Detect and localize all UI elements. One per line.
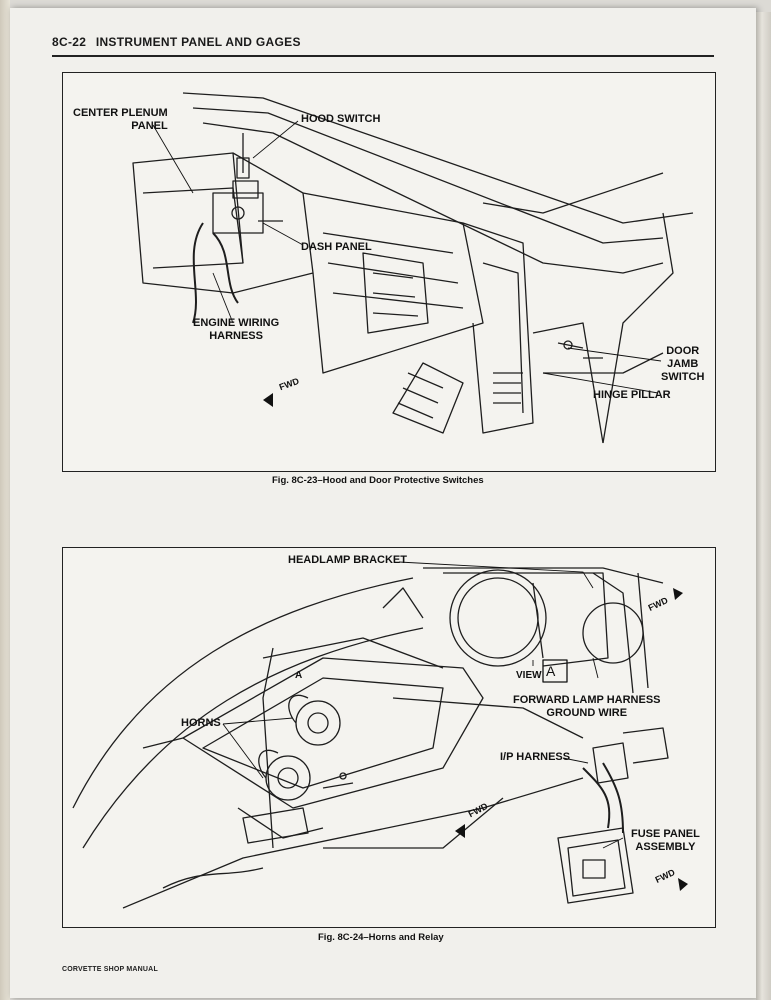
figure1-caption: Fig. 8C-23–Hood and Door Protective Swit… — [272, 475, 484, 486]
page-number: 8C-22 — [52, 35, 87, 49]
label-engine-wiring-harness: ENGINE WIRING HARNESS — [193, 317, 280, 342]
hood-door-switches-drawing — [132, 92, 694, 444]
figure-hood-door-switches: CENTER PLENUM PANEL HOOD SWITCH DASH PAN… — [62, 72, 716, 472]
section-title: INSTRUMENT PANEL AND GAGES — [95, 35, 301, 49]
label-view-letter: A — [546, 663, 556, 679]
page-header: 8C-22 INSTRUMENT PANEL AND GAGES — [52, 35, 714, 57]
label-dash-panel: DASH PANEL — [301, 241, 372, 253]
horns-relay-drawing — [72, 561, 688, 909]
label-callout-a: A — [295, 670, 303, 681]
page-footer: CORVETTE SHOP MANUAL — [62, 966, 158, 973]
label-headlamp-bracket: HEADLAMP BRACKET — [288, 554, 407, 566]
label-fuse-panel-assembly: FUSE PANEL ASSEMBLY — [631, 828, 700, 853]
label-hood-switch: HOOD SWITCH — [301, 113, 381, 125]
label-forward-lamp-harness: FORWARD LAMP HARNESS GROUND WIRE — [513, 694, 661, 719]
label-view: VIEW — [516, 670, 542, 681]
page-stack-edge — [756, 12, 771, 1000]
label-ip-harness: I/P HARNESS — [500, 751, 571, 763]
figure2-caption: Fig. 8C-24–Horns and Relay — [318, 932, 444, 943]
label-hinge-pillar: HINGE PILLAR — [593, 389, 671, 401]
binding-edge — [0, 0, 10, 1000]
label-door-jamb-switch: DOOR JAMB SWITCH — [661, 345, 705, 383]
label-horns: HORNS — [181, 717, 221, 729]
figure-horns-relay: HEADLAMP BRACKET FWD VIEW A FORWARD LAMP… — [62, 547, 716, 928]
label-center-plenum-panel: CENTER PLENUM PANEL — [73, 107, 168, 132]
